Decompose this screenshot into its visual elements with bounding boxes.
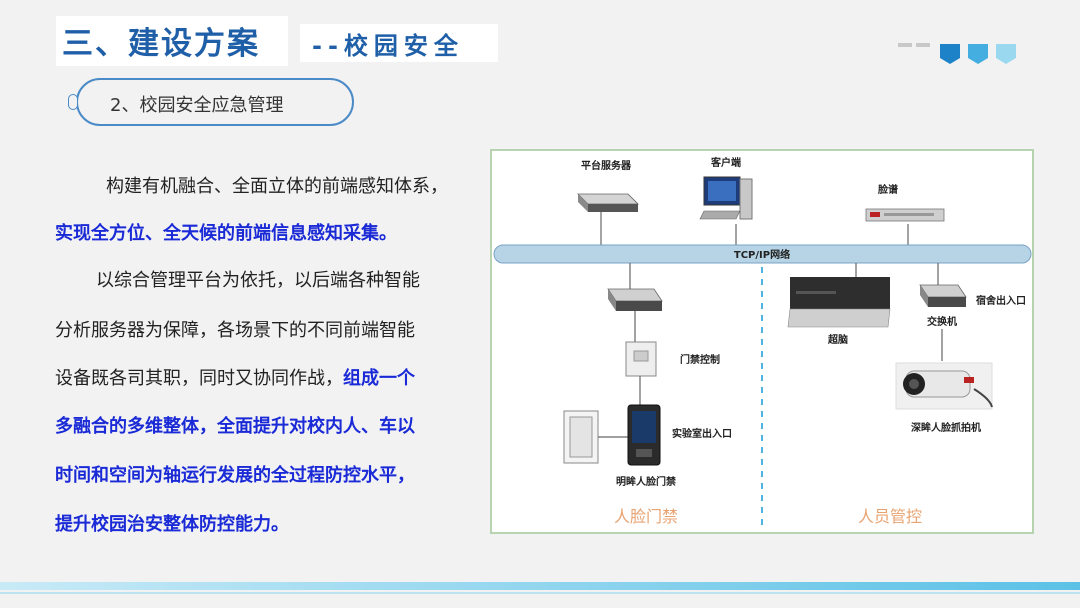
right-switch-icon	[919, 284, 967, 307]
body-line-2: 实现全方位、全天候的前端信息感知采集。	[55, 223, 397, 244]
decor-dashes	[898, 32, 934, 47]
nvr-icon	[787, 277, 891, 328]
body-line-8: 提升校园治安整体防控能力。	[55, 514, 289, 535]
label-dorm-entrance: 宿舍出入口	[976, 294, 1026, 307]
label-camera: 深眸人脸抓拍机	[911, 421, 981, 434]
body-line-4: 分析服务器为保障，各场景下的不同前端智能	[55, 320, 415, 341]
body-line-6: 多融合的多维整体，全面提升对校内人、车以	[55, 416, 415, 437]
subtitle-background	[300, 24, 498, 62]
door-icon	[563, 410, 599, 464]
label-platform-server: 平台服务器	[581, 159, 632, 172]
body-line-7: 时间和空间为轴运行发展的全过程防控水平，	[55, 465, 415, 486]
label-nvr: 超脑	[827, 333, 848, 346]
face-db-server-icon	[865, 208, 945, 222]
section-pill	[76, 78, 354, 126]
face-gate-terminal-icon	[627, 404, 661, 466]
body-line-5-normal: 设备既各司其职，同时又协同作战，	[55, 368, 343, 389]
client-computer-icon	[699, 176, 753, 220]
label-access-control: 门禁控制	[680, 353, 720, 366]
page-title: 三、建设方案	[62, 26, 260, 62]
network-diagram: 平台服务器 客户端 脸谱 TCP/IP网络 门禁控制	[490, 149, 1034, 534]
zone-label-right: 人员管控	[858, 507, 922, 526]
label-switch: 交换机	[927, 315, 957, 328]
body-line-3: 以综合管理平台为依托，以后端各种智能	[96, 270, 420, 291]
title-background	[56, 16, 288, 66]
body-line-5: 设备既各司其职，同时又协同作战，组成一个	[55, 364, 415, 390]
label-lab-entrance: 实验室出入口	[672, 427, 732, 440]
footer-bar	[0, 582, 1080, 590]
label-network: TCP/IP网络	[734, 248, 790, 261]
pill-decor	[68, 94, 78, 110]
page-subtitle: --校园安全	[312, 32, 464, 60]
label-client: 客户端	[710, 156, 741, 169]
section-title: 2、校园安全应急管理	[110, 95, 284, 116]
access-controller-icon	[625, 341, 657, 377]
body-line-5-bold: 组成一个	[343, 368, 415, 389]
label-face-db: 脸谱	[877, 183, 898, 196]
face-camera-icon	[895, 362, 993, 410]
platform-server-icon	[577, 193, 639, 212]
label-face-gate: 明眸人脸门禁	[616, 475, 676, 488]
left-switch-icon	[607, 288, 663, 311]
body-line-1: 构建有机融合、全面立体的前端感知体系，	[106, 176, 448, 197]
footer-line	[0, 592, 1080, 594]
network-bus	[493, 244, 1032, 264]
zone-label-left: 人脸门禁	[614, 507, 678, 526]
